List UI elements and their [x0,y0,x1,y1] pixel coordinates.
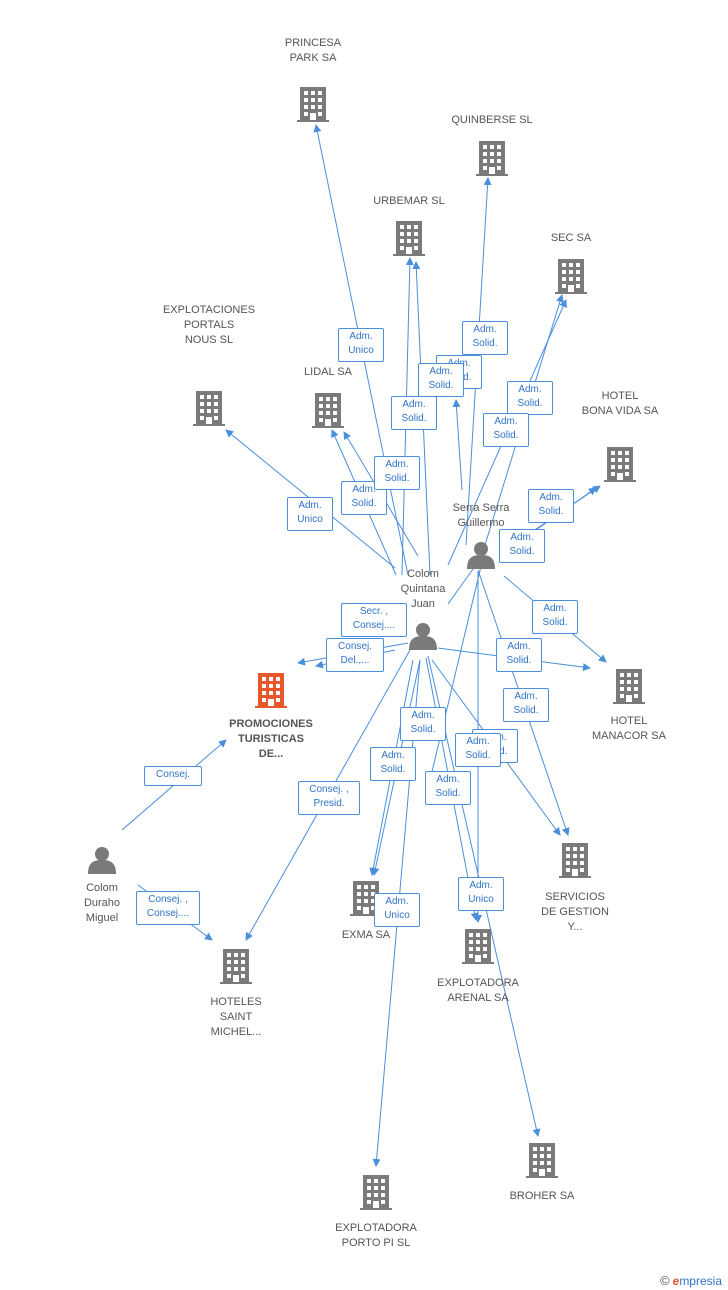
company-label-lidal[interactable]: LIDAL SA [304,366,352,378]
company-label-promociones[interactable]: PROMOCIONES TURISTICAS DE... [229,718,313,760]
company-label-bonavida[interactable]: HOTEL BONA VIDA SA [581,390,659,417]
edge-role-label[interactable]: Adm. Unico [458,877,504,911]
company-label-arenal[interactable]: EXPLOTADORA ARENAL SA [437,977,519,1004]
company-label-broher[interactable]: BROHER SA [509,1190,575,1202]
edge-role-label[interactable]: Adm. Solid. [503,688,549,722]
person-icon[interactable] [409,623,437,650]
brand-footer[interactable]: ©empresia [660,1273,722,1288]
edge-role-label[interactable]: Consej. , Presid. [298,781,360,815]
edge-role-label[interactable]: Adm. Unico [374,893,420,927]
edge-role-label[interactable]: Adm. Solid. [496,638,542,672]
company-building-icon[interactable] [193,391,225,426]
edge-role-label[interactable]: Adm. Solid. [374,456,420,490]
company-building-icon[interactable] [462,929,494,964]
person-icon[interactable] [467,542,495,569]
relation-edge [427,561,483,781]
company-building-icon[interactable] [559,843,591,878]
company-building-icon[interactable] [360,1175,392,1210]
edge-role-label[interactable]: Consej. Del.,... [326,638,384,672]
company-label-quinberse[interactable]: QUINBERSE SL [451,114,533,126]
edge-role-label[interactable]: Adm. Solid. [483,413,529,447]
brand-logo-e: e [672,1274,680,1288]
copyright-symbol: © [660,1273,670,1288]
edge-role-label[interactable]: Adm. Unico [287,497,333,531]
edge-role-label[interactable]: Adm. Solid. [499,529,545,563]
company-label-manacor[interactable]: HOTEL MANACOR SA [592,715,666,742]
company-building-icon[interactable] [312,393,344,428]
company-label-servicios[interactable]: SERVICIOS DE GESTION Y... [541,891,609,933]
company-building-icon[interactable] [555,259,587,294]
edge-role-label[interactable]: Adm. Solid. [391,396,437,430]
person-icon[interactable] [88,847,116,874]
company-building-icon[interactable] [476,141,508,176]
company-label-explportals[interactable]: EXPLOTACIONES PORTALS NOUS SL [162,304,256,346]
edge-role-label[interactable]: Adm. Solid. [528,489,574,523]
edge-role-label[interactable]: Consej. [144,766,202,786]
edge-role-label[interactable]: Secr. , Consej.... [341,603,407,637]
brand-name: mpresia [679,1274,722,1288]
company-building-icon[interactable] [255,673,287,708]
company-label-saintmichel[interactable]: HOTELES SAINT MICHEL... [210,996,262,1038]
company-building-icon[interactable] [613,669,645,704]
edge-role-label[interactable]: Adm. Solid. [400,707,446,741]
edge-role-label[interactable]: Adm. Solid. [507,381,553,415]
person-label-colomd[interactable]: Colom Duraho Miguel [83,882,121,924]
company-label-sec[interactable]: SEC SA [550,232,592,244]
edge-role-label[interactable]: Adm. Solid. [462,321,508,355]
company-label-urbemar[interactable]: URBEMAR SL [373,195,445,207]
person-label-colomq[interactable]: Colom Quintana Juan [400,568,446,610]
relation-edge [452,399,463,491]
edge-role-label[interactable]: Adm. Solid. [532,600,578,634]
edge-role-label[interactable]: Adm. Solid. [370,747,416,781]
edge-role-label[interactable]: Consej. , Consej.... [136,891,200,925]
edge-role-label[interactable]: Adm. Solid. [425,771,471,805]
person-label-serra[interactable]: Serra Serra Guillermo [452,502,510,529]
relation-edge [447,561,479,605]
company-building-icon[interactable] [604,447,636,482]
edge-role-label[interactable]: Adm. Solid. [418,363,464,397]
company-label-exma[interactable]: EXMA SA [341,929,391,941]
company-building-icon[interactable] [220,949,252,984]
company-building-icon[interactable] [393,221,425,256]
company-building-icon[interactable] [297,87,329,122]
edge-role-label[interactable]: Adm. Unico [338,328,384,362]
company-label-princesa[interactable]: PRINCESA PARK SA [284,37,342,64]
company-label-portopi[interactable]: EXPLOTADORA PORTO PI SL [335,1222,417,1249]
company-building-icon[interactable] [526,1143,558,1178]
edge-role-label[interactable]: Adm. Solid. [455,733,501,767]
